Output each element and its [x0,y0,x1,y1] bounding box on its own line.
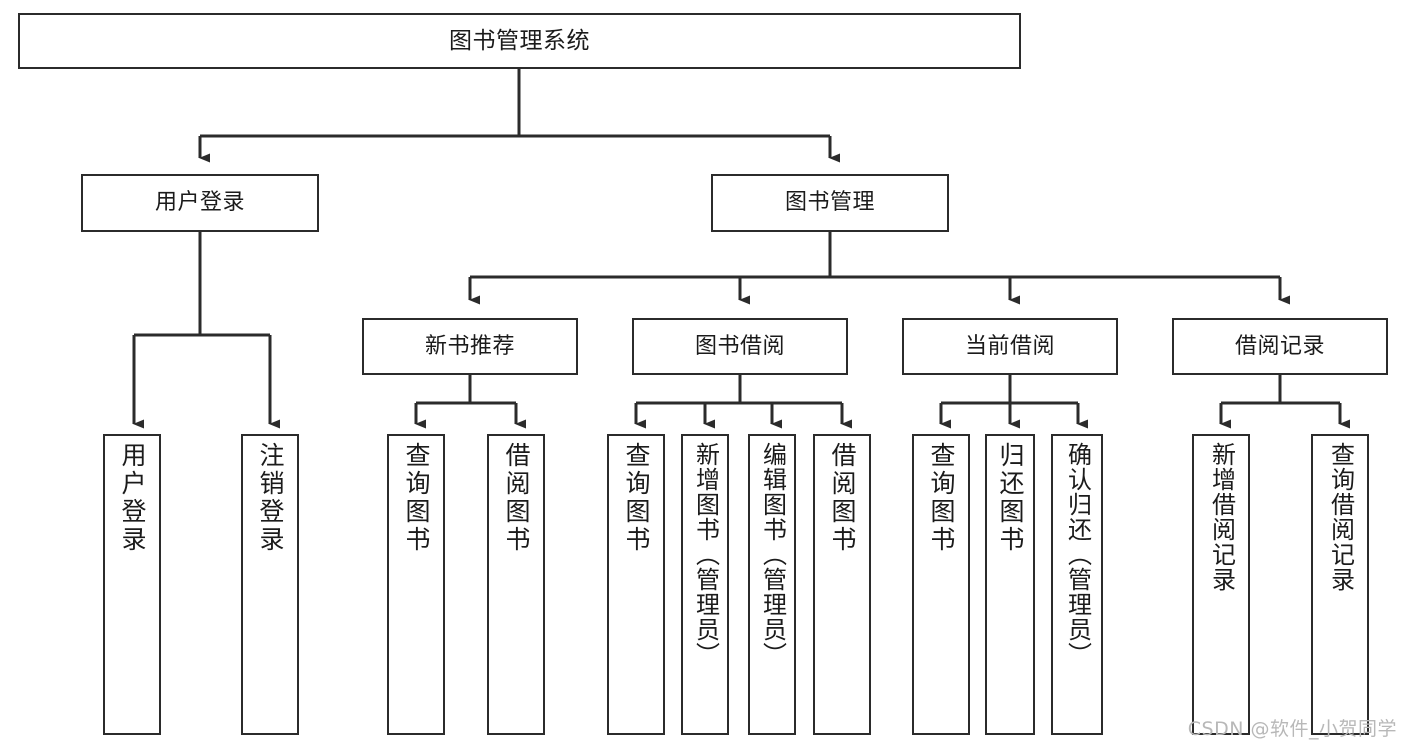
node-label: 借阅图书 [502,442,531,554]
node-leaf-borrow-books-recommend[interactable]: 借阅图书 [487,434,545,735]
node-leaf-query-books-borrow[interactable]: 查询图书 [607,434,665,735]
node-label: 查询图书 [402,442,431,554]
node-label: 新书推荐 [424,333,515,359]
node-leaf-logout[interactable]: 注销登录 [241,434,299,735]
node-label: 图书借阅 [694,333,785,359]
node-leaf-query-books-recommend[interactable]: 查询图书 [387,434,445,735]
node-label: 确认归还（管理员） [1063,442,1092,667]
node-leaf-edit-book-admin[interactable]: 编辑图书（管理员） [748,434,796,735]
node-user-login[interactable]: 用户登录 [81,174,319,232]
node-label: 新增借阅记录 [1207,442,1236,592]
watermark-text: CSDN @软件_小贺同学 [1187,718,1397,740]
node-label: 借阅记录 [1234,333,1325,359]
node-label: 注销登录 [256,442,285,554]
node-root-book-management-system[interactable]: 图书管理系统 [18,13,1021,69]
node-label: 查询图书 [927,442,956,554]
node-book-borrow[interactable]: 图书借阅 [632,318,848,375]
node-label: 图书管理 [784,190,875,216]
node-label: 图书管理系统 [449,27,590,54]
node-label: 借阅图书 [828,442,857,554]
node-borrow-records[interactable]: 借阅记录 [1172,318,1388,375]
node-leaf-query-books-current[interactable]: 查询图书 [912,434,970,735]
node-label: 查询图书 [622,442,651,554]
node-leaf-user-login[interactable]: 用户登录 [103,434,161,735]
node-label: 当前借阅 [964,333,1055,359]
node-leaf-confirm-return-admin[interactable]: 确认归还（管理员） [1051,434,1103,735]
node-leaf-query-borrow-record[interactable]: 查询借阅记录 [1311,434,1369,735]
node-label: 归还图书 [996,442,1025,554]
node-label: 用户登录 [118,442,147,554]
node-leaf-borrow-books[interactable]: 借阅图书 [813,434,871,735]
node-leaf-return-books[interactable]: 归还图书 [985,434,1035,735]
node-book-management[interactable]: 图书管理 [711,174,949,232]
node-new-book-recommend[interactable]: 新书推荐 [362,318,578,375]
node-label: 新增图书（管理员） [691,442,720,667]
node-label: 用户登录 [154,190,245,216]
node-leaf-add-book-admin[interactable]: 新增图书（管理员） [681,434,729,735]
node-leaf-add-borrow-record[interactable]: 新增借阅记录 [1192,434,1250,735]
node-label: 查询借阅记录 [1326,442,1355,592]
node-current-borrow[interactable]: 当前借阅 [902,318,1118,375]
node-label: 编辑图书（管理员） [758,442,787,667]
